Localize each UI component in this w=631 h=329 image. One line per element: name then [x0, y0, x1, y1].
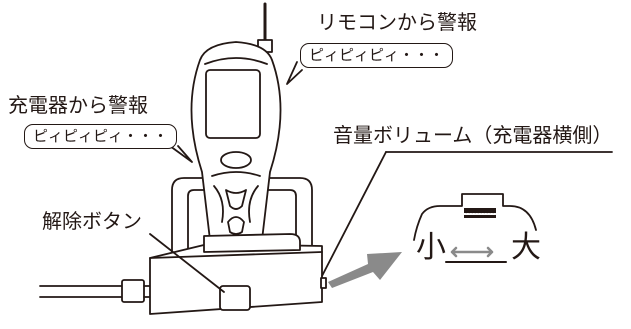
remote-sound-bubble: ピィピィピィ・・・ — [300, 43, 454, 68]
charger-bubble-tail — [169, 145, 193, 163]
volume-small-label: 小 — [416, 230, 446, 265]
release-leader-line — [149, 233, 225, 293]
volume-large-label: 大 — [511, 230, 541, 265]
volume-knob-shape — [320, 277, 327, 289]
volume-leader-line — [321, 151, 387, 277]
remote-bubble-tail — [286, 61, 303, 85]
volume-label: 音量ボリューム（充電器横側） — [333, 123, 613, 147]
release-button-shape — [219, 285, 251, 311]
pointer-arrow — [328, 252, 402, 288]
remote-handset — [190, 2, 282, 250]
release-button-label: 解除ボタン — [42, 209, 142, 233]
volume-dial-zoom — [413, 193, 537, 263]
charger-sound-bubble: ピィピィピィ・・・ — [24, 124, 178, 149]
charger-alarm-label: 充電器から警報 — [8, 93, 148, 117]
power-cable — [39, 279, 153, 303]
remote-alarm-label: リモコンから警報 — [317, 10, 477, 34]
